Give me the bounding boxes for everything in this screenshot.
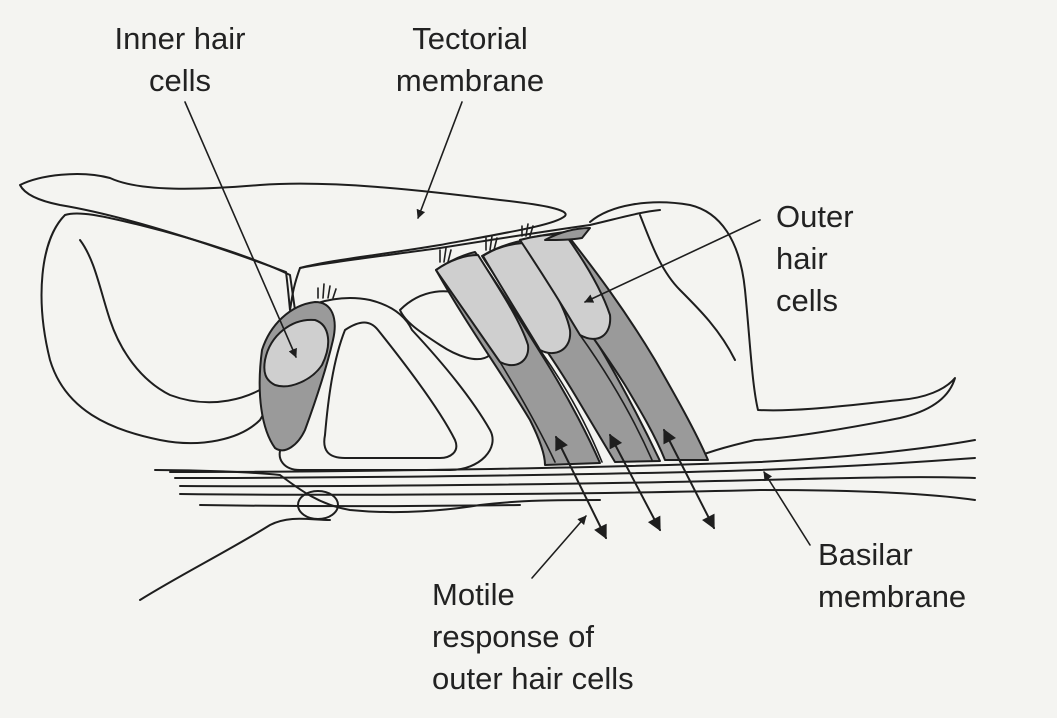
label-basilar-membrane-line-1: Basilar	[818, 534, 1018, 576]
label-outer-hair-cells: Outer hair cells	[776, 196, 916, 322]
spiral-limbus	[42, 213, 295, 443]
limbus-inner-contour	[80, 240, 275, 402]
label-tectorial-membrane-line-2: membrane	[360, 60, 580, 102]
leader-outer-hair-cells	[585, 220, 760, 302]
label-tectorial-membrane: Tectorial membrane	[360, 18, 580, 102]
label-inner-hair-cells-line-2: cells	[80, 60, 280, 102]
label-inner-hair-cells-line-1: Inner hair	[80, 18, 280, 60]
leader-tectorial-membrane	[418, 102, 462, 218]
label-motile-response-line-2: response of	[432, 616, 732, 658]
leader-inner-hair-cells	[185, 102, 296, 357]
lower-left-line	[140, 519, 330, 600]
inner-stereocilia	[318, 284, 336, 298]
leader-basilar-membrane	[764, 472, 810, 545]
leader-motile-response	[532, 516, 586, 578]
label-basilar-membrane-line-2: membrane	[818, 576, 1018, 618]
basilar-membrane-line-5	[200, 505, 520, 506]
label-motile-response-line-3: outer hair cells	[432, 658, 732, 700]
label-outer-hair-cells-line-2: hair	[776, 238, 916, 280]
hensen-inner-contour	[640, 215, 735, 360]
label-outer-hair-cells-line-3: cells	[776, 280, 916, 322]
label-tectorial-membrane-line-1: Tectorial	[360, 18, 580, 60]
label-motile-response: Motile response of outer hair cells	[432, 574, 732, 700]
label-outer-hair-cells-line-1: Outer	[776, 196, 916, 238]
label-motile-response-line-1: Motile	[432, 574, 732, 616]
label-inner-hair-cells: Inner hair cells	[80, 18, 280, 102]
label-basilar-membrane: Basilar membrane	[818, 534, 1018, 618]
